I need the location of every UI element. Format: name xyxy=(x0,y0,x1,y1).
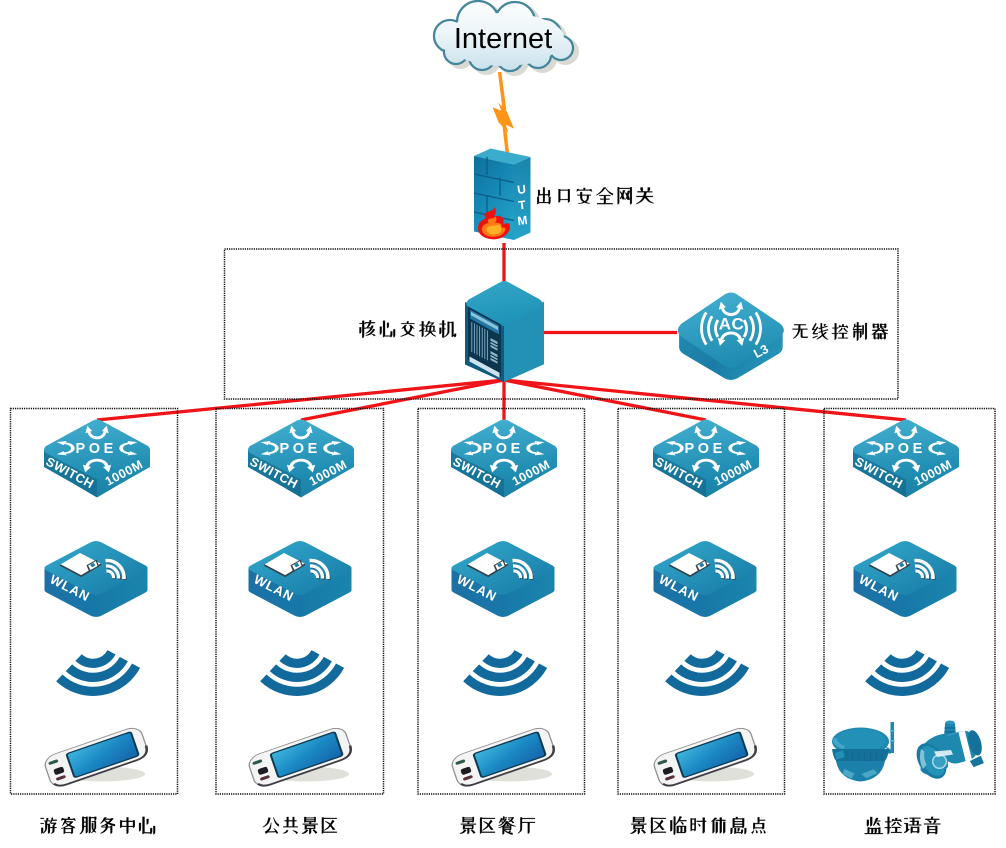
svg-text:U: U xyxy=(516,182,526,197)
svg-text:AC: AC xyxy=(719,315,745,334)
svg-text:L3: L3 xyxy=(751,342,770,361)
svg-text:T: T xyxy=(518,198,528,213)
svg-text:M: M xyxy=(517,213,529,228)
svg-text:Internet: Internet xyxy=(454,23,552,55)
